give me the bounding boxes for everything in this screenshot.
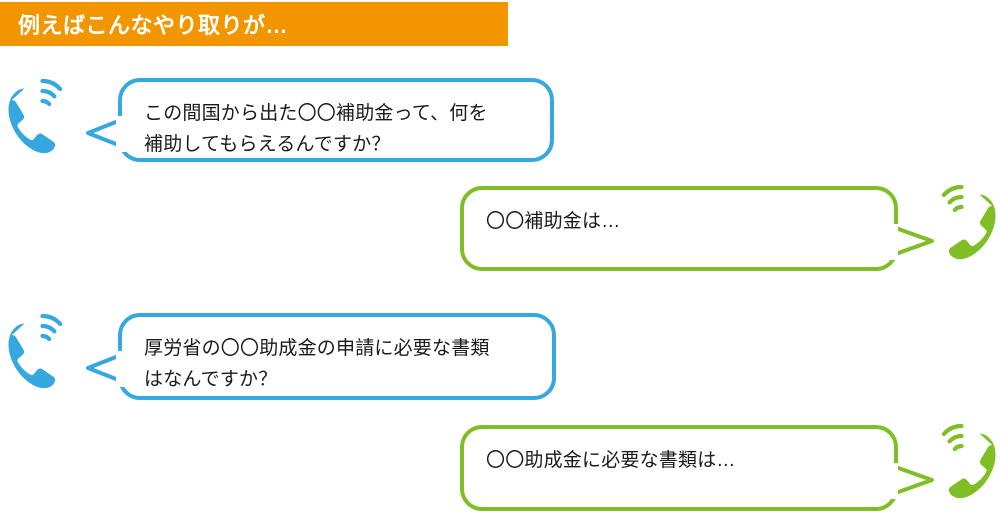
speech-bubble-responder-2: 〇〇助成金に必要な書類は… [460, 425, 934, 511]
speech-bubble-responder-1: 〇〇補助金は… [460, 186, 934, 271]
speech-bubble-caller-1: この間国から出た〇〇補助金って、何を 補助してもらえるんですか？ [86, 78, 554, 162]
page-title: 例えばこんなやり取りが… [18, 13, 289, 38]
phone-ringing-icon-caller-1 [2, 78, 74, 167]
phone-ringing-icon-responder-1 [930, 184, 1000, 273]
speech-bubble-text: 〇〇補助金は… [486, 211, 621, 232]
phone-ringing-icon-caller-2 [2, 313, 74, 402]
header-banner: 例えばこんなやり取りが… [0, 2, 508, 46]
speech-bubble-text: 厚労省の〇〇助成金の申請に必要な書類 はなんですか？ [144, 338, 490, 390]
bubble-tail-left [86, 351, 130, 387]
bubble-tail-right [886, 224, 934, 260]
speech-bubble-text: この間国から出た〇〇補助金って、何を 補助してもらえるんですか？ [144, 103, 488, 155]
bubble-tail-right [886, 463, 934, 499]
phone-ringing-icon-responder-2 [930, 423, 1000, 512]
bubble-tail-left [86, 116, 130, 152]
speech-bubble-caller-2: 厚労省の〇〇助成金の申請に必要な書類 はなんですか？ [86, 313, 556, 400]
speech-bubble-text: 〇〇助成金に必要な書類は… [486, 450, 736, 471]
